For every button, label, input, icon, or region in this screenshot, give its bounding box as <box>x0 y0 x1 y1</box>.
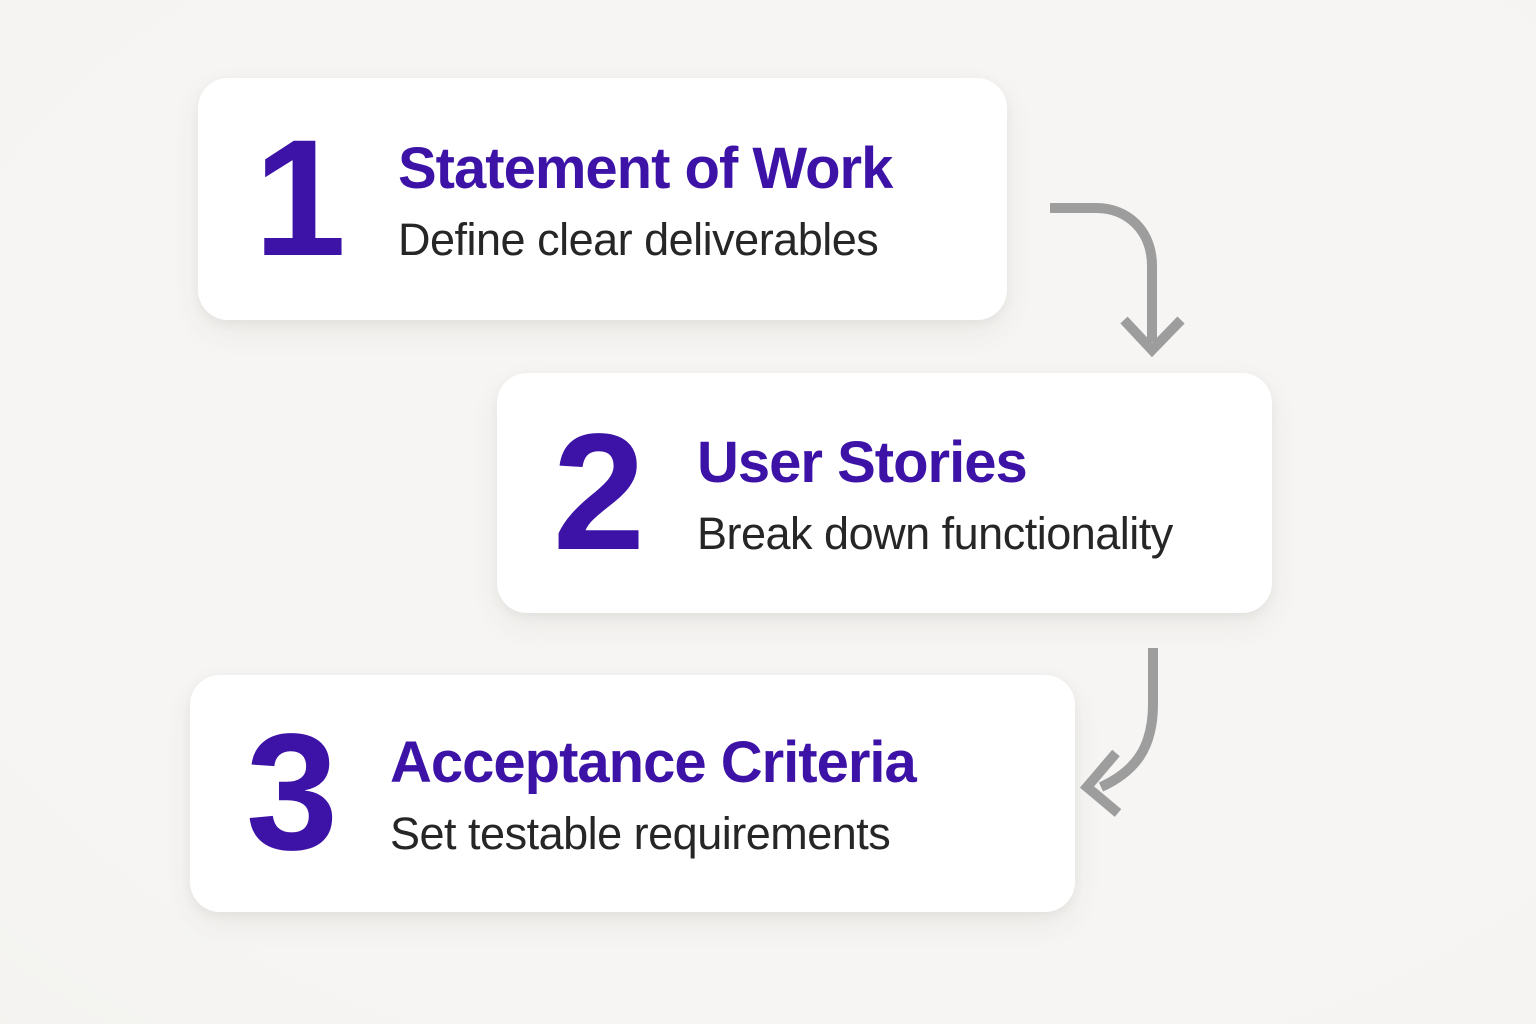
step-card-1: 1 Statement of Work Define clear deliver… <box>198 78 1007 320</box>
step-2-title: User Stories <box>697 429 1028 495</box>
step-text-column: User Stories Break down functionality <box>697 427 1272 560</box>
step-text-column: Acceptance Criteria Set testable require… <box>390 727 1075 860</box>
step-1-subtitle: Define clear deliverables <box>398 213 879 265</box>
step-number-column: 1 <box>198 105 398 291</box>
step-number-column: 2 <box>497 399 697 585</box>
step-1-number: 1 <box>253 105 346 291</box>
step-3-subtitle: Set testable requirements <box>390 808 891 860</box>
step-number-column: 3 <box>190 700 390 886</box>
step-text-column: Statement of Work Define clear deliverab… <box>398 133 1007 266</box>
step-card-2: 2 User Stories Break down functionality <box>497 373 1272 613</box>
step-2-subtitle: Break down functionality <box>697 507 1173 559</box>
curved-arrow-down-left-icon <box>1079 648 1158 817</box>
step-card-3: 3 Acceptance Criteria Set testable requi… <box>190 675 1075 912</box>
step-3-number: 3 <box>245 700 338 886</box>
step-3-title: Acceptance Criteria <box>390 730 917 796</box>
step-1-title: Statement of Work <box>398 135 893 201</box>
step-2-number: 2 <box>552 399 645 585</box>
curved-arrow-down-icon <box>1050 203 1185 358</box>
